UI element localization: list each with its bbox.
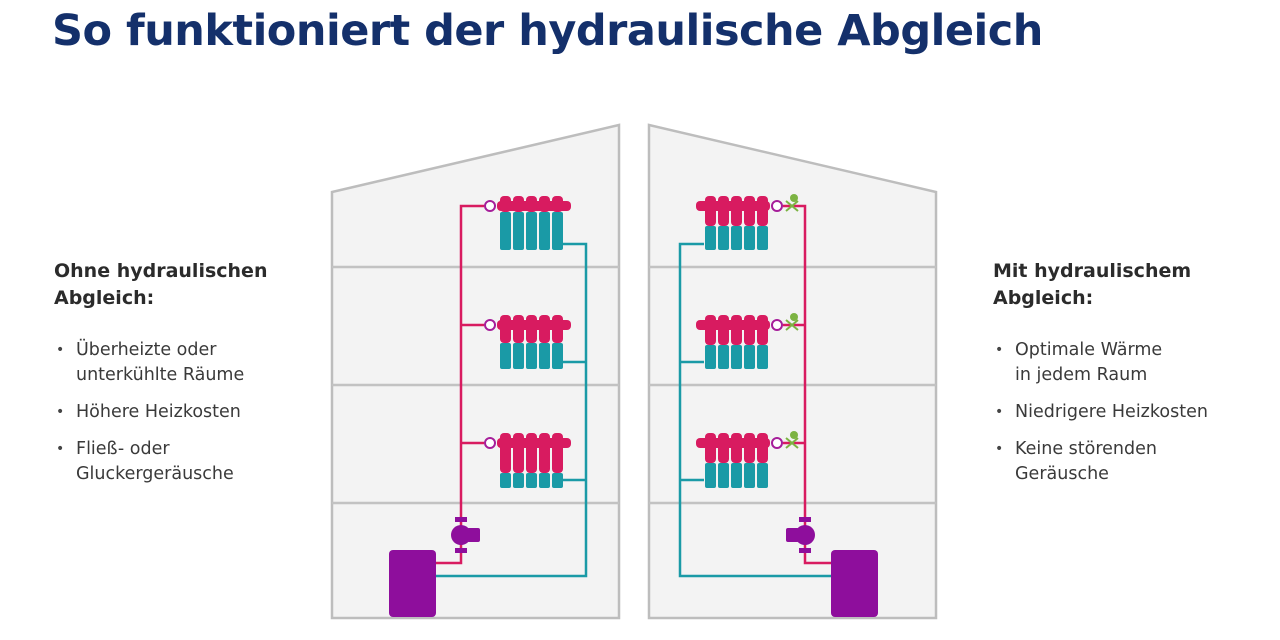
page-title: So funktioniert der hydraulische Abgleic… — [52, 6, 1043, 56]
valve-knob-icon — [484, 437, 496, 449]
radiator-left-1 — [484, 196, 571, 250]
list-item-line: Geräusche — [1015, 464, 1109, 484]
radiator-right-1 — [696, 194, 799, 250]
pipes-right — [678, 204, 831, 578]
radiator-left-2 — [484, 315, 571, 369]
balancing-valve-icon — [785, 431, 799, 449]
balancing-valve-icon — [785, 194, 799, 212]
list-item-line: Gluckergeräusche — [76, 464, 234, 484]
supply-pipe — [783, 204, 831, 565]
pipes-left — [436, 204, 588, 578]
valve-knob-icon — [484, 200, 496, 212]
return-pipe — [678, 242, 831, 578]
supply-pipe — [436, 204, 484, 565]
house-left — [330, 123, 621, 620]
right-heading-line2: Abgleich: — [993, 287, 1094, 309]
pump-icon-left — [451, 517, 480, 553]
balancing-valve-icon — [785, 313, 799, 331]
valve-knob-icon — [771, 319, 783, 331]
radiator-right-3 — [696, 431, 799, 488]
list-item: Keine störenden Geräusche — [993, 437, 1243, 487]
left-heading: Ohne hydraulischen Abgleich: — [54, 258, 304, 312]
list-item-line: Keine störenden — [1015, 439, 1157, 459]
radiator-left-3 — [484, 433, 571, 488]
list-item-line: Optimale Wärme — [1015, 340, 1163, 360]
list-item: Fließ- oder Gluckergeräusche — [54, 437, 304, 487]
right-panel: Mit hydraulischem Abgleich: Optimale Wär… — [993, 258, 1243, 499]
right-heading: Mit hydraulischem Abgleich: — [993, 258, 1243, 312]
valve-knob-icon — [771, 437, 783, 449]
list-item: Überheizte oder unterkühlte Räume — [54, 338, 304, 388]
boiler-right — [831, 550, 878, 617]
left-panel: Ohne hydraulischen Abgleich: Überheizte … — [54, 258, 304, 499]
list-item-line: Höhere Heizkosten — [76, 402, 241, 422]
pump-icon-right — [786, 517, 815, 553]
list-item: Optimale Wärme in jedem Raum — [993, 338, 1243, 388]
left-heading-line1: Ohne hydraulischen — [54, 260, 268, 282]
list-item: Höhere Heizkosten — [54, 400, 304, 425]
return-pipe — [436, 242, 588, 578]
list-item: Niedrigere Heizkosten — [993, 400, 1243, 425]
house-outline — [330, 123, 621, 620]
left-heading-line2: Abgleich: — [54, 287, 155, 309]
list-item-line: Fließ- oder — [76, 439, 170, 459]
valve-knob-icon — [771, 200, 783, 212]
list-item-line: in jedem Raum — [1015, 365, 1148, 385]
right-list: Optimale Wärme in jedem Raum Niedrigere … — [993, 338, 1243, 487]
right-heading-line1: Mit hydraulischem — [993, 260, 1192, 282]
left-list: Überheizte oder unterkühlte Räume Höhere… — [54, 338, 304, 487]
valve-knob-icon — [484, 319, 496, 331]
list-item-line: unterkühlte Räume — [76, 365, 245, 385]
list-item-line: Niedrigere Heizkosten — [1015, 402, 1208, 422]
radiator-right-2 — [696, 313, 799, 369]
boiler-left — [389, 550, 436, 617]
list-item-line: Überheizte oder — [76, 340, 217, 360]
